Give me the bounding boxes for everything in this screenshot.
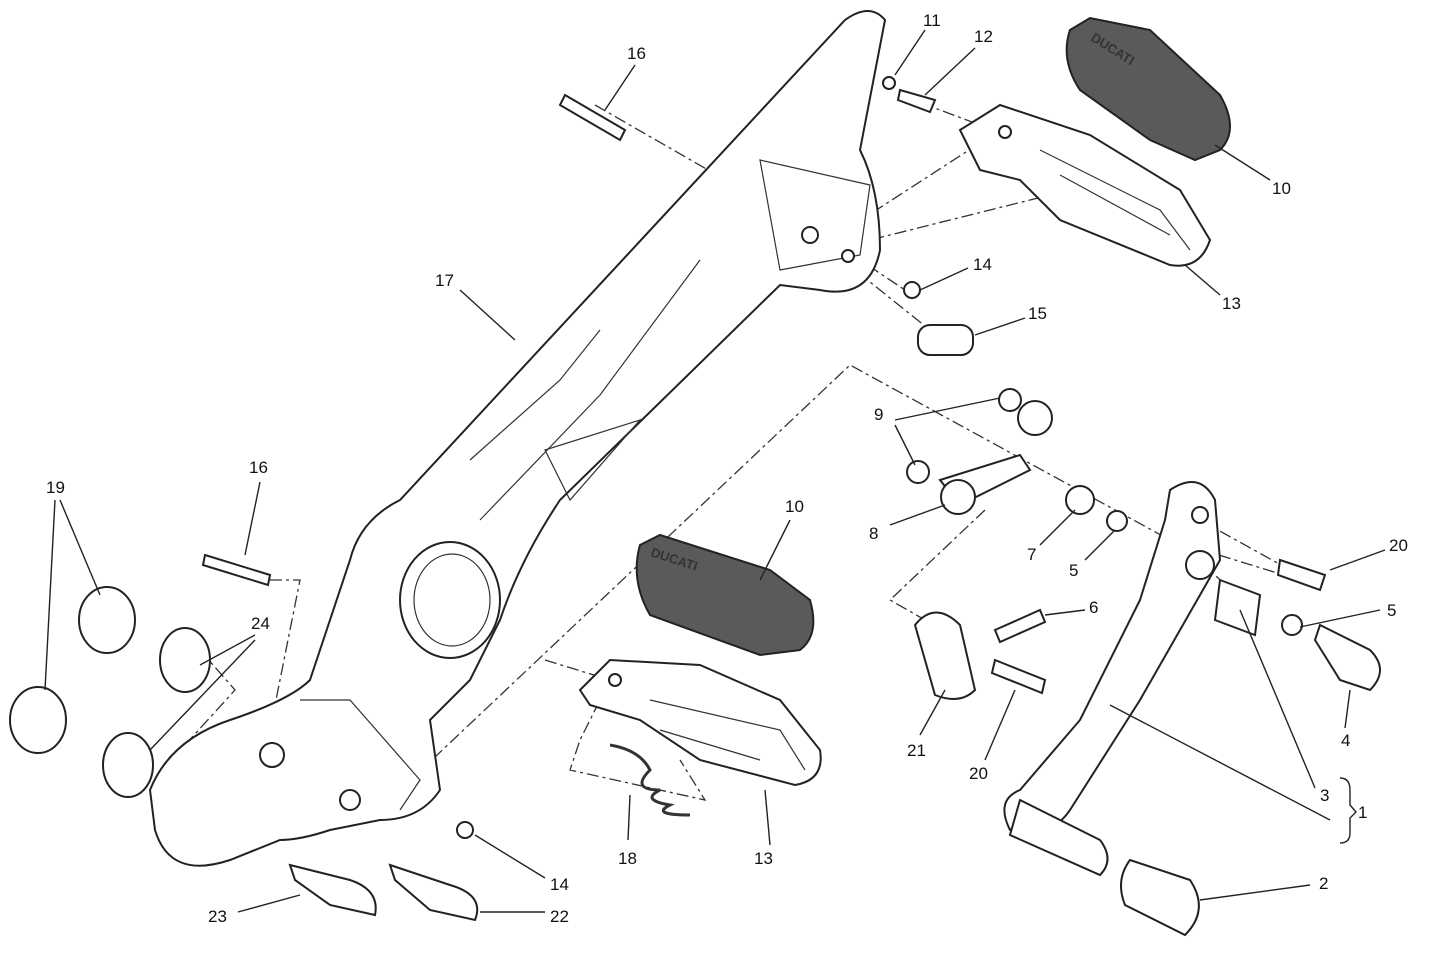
callout-5: 5: [1069, 561, 1078, 580]
bracket-part-21: [913, 608, 1047, 700]
callout-20: 20: [1389, 536, 1408, 555]
callout-20: 20: [969, 764, 988, 783]
footpeg-bracket-part-17: [148, 10, 887, 867]
callout-11: 11: [923, 11, 941, 30]
callout-labels: 16 11 12 10 17 14 15 13 9 8 7 5 20 5 6 4…: [46, 11, 1408, 926]
callout-16: 16: [627, 44, 646, 63]
leader-lines: [44, 29, 1386, 913]
footpeg-rubber-part-10-upper: DUCATI: [1065, 16, 1231, 162]
callout-1: 1: [1358, 803, 1367, 822]
callout-16: 16: [249, 458, 268, 477]
callout-13: 13: [754, 849, 773, 868]
callout-2: 2: [1319, 874, 1328, 893]
linkage-rod-part-8: [906, 388, 1128, 532]
callout-10: 10: [785, 497, 804, 516]
footpeg-rubber-part-10-lower: DUCATI: [635, 533, 815, 657]
callout-21: 21: [907, 741, 926, 760]
clamp-part-15: [917, 324, 974, 356]
footpeg-part-13-lower: [578, 658, 822, 787]
gear-lever-part-1: [1003, 481, 1381, 937]
callout-23: 23: [208, 907, 227, 926]
callout-9: 9: [874, 405, 883, 424]
pins-part-16: [201, 93, 627, 587]
callout-7: 7: [1027, 545, 1036, 564]
callout-17: 17: [435, 271, 454, 290]
callout-3: 3: [1320, 786, 1329, 805]
nut-part-14: [456, 821, 474, 839]
callout-5: 5: [1387, 601, 1396, 620]
ball-part-11: [882, 76, 896, 90]
spring-part-12: [896, 88, 937, 114]
callout-19: 19: [46, 478, 65, 497]
spring-part-18: [609, 743, 691, 817]
callout-4: 4: [1341, 731, 1350, 750]
callout-8: 8: [869, 524, 878, 543]
callout-10: 10: [1272, 179, 1291, 198]
callout-18: 18: [618, 849, 637, 868]
callout-12: 12: [974, 27, 993, 46]
nut-part-14: [903, 281, 921, 299]
footpeg-part-13-upper: [958, 103, 1212, 267]
callout-14: 14: [973, 255, 992, 274]
callout-6: 6: [1089, 598, 1098, 617]
callout-13: 13: [1222, 294, 1241, 313]
callout-24: 24: [251, 614, 270, 633]
callout-22: 22: [550, 907, 569, 926]
callout-14: 14: [550, 875, 569, 894]
spacers-part-19-24: [9, 586, 479, 922]
callout-15: 15: [1028, 304, 1047, 323]
